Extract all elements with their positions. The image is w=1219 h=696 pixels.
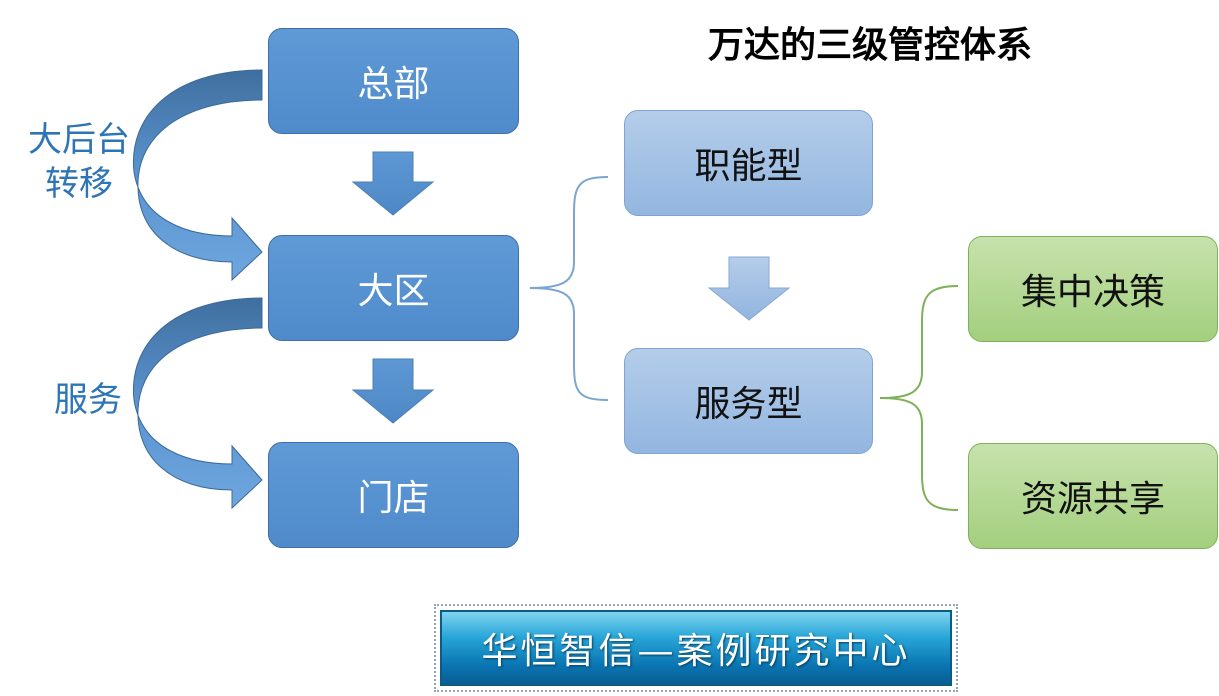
- side-label-backend-line1: 大后台: [28, 120, 130, 160]
- box-store: 门店: [268, 442, 519, 548]
- box-region: 大区: [268, 235, 519, 341]
- curved-arrow-service: [132, 297, 263, 510]
- side-label-service: 服务: [54, 380, 122, 420]
- banner-case-study-center: 华恒智信—案例研究中心: [440, 610, 952, 686]
- box-resource-sharing: 资源共享: [968, 443, 1218, 549]
- bracket-service-to-outcomes: [879, 285, 959, 511]
- down-arrow-functional-to-service: [707, 256, 791, 321]
- down-arrow-hq-to-region: [351, 151, 435, 216]
- side-label-backend-line2: 转移: [45, 164, 113, 204]
- down-arrow-region-to-store: [351, 358, 435, 424]
- diagram-title: 万达的三级管控体系: [707, 25, 1032, 66]
- curved-arrow-backend-shift: [132, 69, 263, 282]
- box-service-type: 服务型: [624, 348, 873, 454]
- box-functional-type: 职能型: [624, 110, 873, 216]
- box-centralized-decision: 集中决策: [968, 236, 1218, 342]
- box-hq: 总部: [268, 28, 519, 134]
- banner-frame: 华恒智信—案例研究中心: [434, 604, 958, 692]
- bracket-region-to-types: [529, 176, 609, 401]
- side-label-backend-shift: 大后台 转移: [20, 118, 138, 206]
